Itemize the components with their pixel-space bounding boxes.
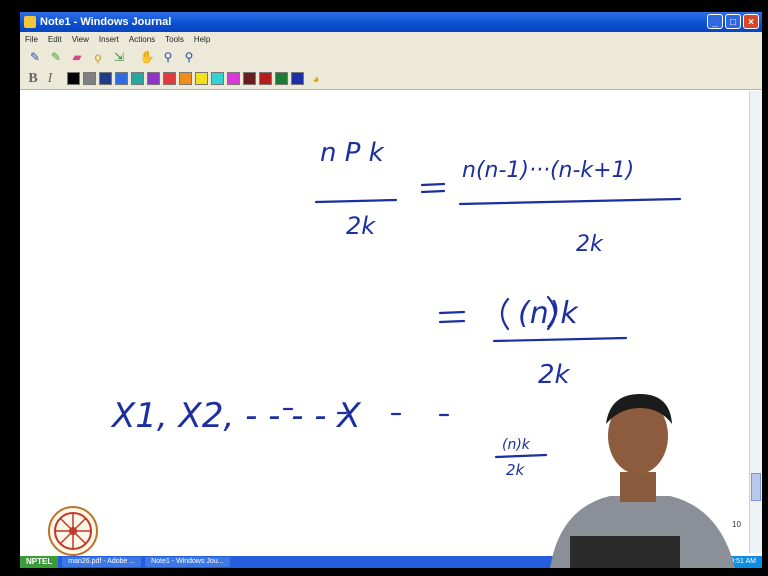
eq1-rhs-numerator: n(n-1)···(n-k+1): [462, 158, 634, 183]
eq1-lhs-numerator: n P k: [320, 138, 385, 168]
color-swatch-11[interactable]: [227, 72, 240, 85]
handwriting-ink: n P k 2k n(n-1)···(n-k+1) 2k (n)k 2k X1,…: [110, 138, 682, 479]
menu-actions[interactable]: Actions: [128, 34, 156, 44]
menu-edit[interactable]: Edit: [47, 34, 62, 44]
color-swatch-14[interactable]: [275, 72, 288, 85]
close-button[interactable]: ×: [743, 14, 759, 29]
color-swatch-10[interactable]: [211, 72, 224, 85]
start-button[interactable]: NPTEL: [20, 556, 59, 568]
page-number: 10: [732, 520, 741, 529]
nptel-wheel-icon: [54, 512, 92, 550]
color-swatch-7[interactable]: [163, 72, 176, 85]
zoom-out-icon[interactable]: ⚲: [184, 50, 194, 64]
presenter-face: [608, 398, 668, 474]
minimize-button[interactable]: _: [707, 14, 723, 29]
eq1-lhs-denominator: 2k: [346, 212, 376, 240]
eq1-rhs-denominator: 2k: [576, 232, 604, 257]
bold-button[interactable]: B: [28, 70, 38, 86]
laptop: [570, 536, 680, 568]
eq2-denominator: 2k: [538, 360, 571, 390]
color-swatch-13[interactable]: [259, 72, 272, 85]
color-swatch-1[interactable]: [67, 72, 80, 85]
taskbar-item-adobe[interactable]: man26.pdf - Adobe ...: [62, 557, 142, 567]
format-toolbar: B I ◕: [20, 68, 762, 90]
eq1-lhs-fraction-bar: [314, 198, 398, 204]
italic-button[interactable]: I: [47, 70, 53, 86]
presenter-video: [550, 394, 735, 568]
menu-view[interactable]: View: [71, 34, 89, 44]
eq2-fraction-bar: [492, 336, 628, 343]
menu-help[interactable]: Help: [193, 34, 211, 44]
color-swatch-5[interactable]: [131, 72, 144, 85]
pen-toolbar: ✎ ✎ ▰ ϙ ⇲ ✋ ⚲ ⚲: [20, 46, 762, 68]
sequence-subscript-numerator: (n)k: [502, 437, 531, 453]
taskbar-item-journal[interactable]: Note1 - Windows Jou...: [145, 557, 230, 567]
color-swatch-2[interactable]: [83, 72, 96, 85]
menu-tools[interactable]: Tools: [165, 34, 184, 44]
insert-space-icon[interactable]: ⇲: [113, 50, 125, 64]
color-swatch-3[interactable]: [99, 72, 112, 85]
window-controls: _ □ ×: [707, 14, 759, 29]
zoom-in-icon[interactable]: ⚲: [163, 50, 173, 64]
journal-window: Note1 - Windows Journal _ □ × File Edit …: [20, 12, 762, 568]
color-swatch-6[interactable]: [147, 72, 160, 85]
menu-bar: File Edit View Insert Actions Tools Help: [20, 32, 762, 46]
sequence-expression: X1, X2, - - - - X: [110, 396, 361, 436]
color-swatch-8[interactable]: [179, 72, 192, 85]
sequence-subscript-denominator: 2k: [506, 461, 526, 479]
scrollbar-thumb[interactable]: [751, 473, 761, 501]
color-palette-icon[interactable]: ◕: [312, 71, 320, 86]
presenter-neck: [620, 472, 656, 502]
color-swatch-9[interactable]: [195, 72, 208, 85]
pen-icon[interactable]: ✎: [29, 50, 41, 64]
menu-file[interactable]: File: [25, 34, 38, 44]
lasso-icon[interactable]: ϙ: [94, 50, 102, 64]
vertical-scrollbar[interactable]: [749, 91, 762, 553]
title-bar[interactable]: Note1 - Windows Journal _ □ ×: [20, 12, 762, 32]
presenter-hair: [606, 394, 672, 424]
hand-icon[interactable]: ✋: [139, 50, 155, 64]
eraser-icon[interactable]: ▰: [72, 50, 82, 64]
maximize-button[interactable]: □: [725, 14, 741, 29]
color-swatch-4[interactable]: [115, 72, 128, 85]
eq1-rhs-fraction-bar: [458, 197, 682, 206]
color-swatch-12[interactable]: [243, 72, 256, 85]
highlighter-icon[interactable]: ✎: [50, 50, 62, 64]
eq2-numerator: (n)k: [518, 296, 579, 331]
journal-app-icon: [24, 16, 36, 28]
color-swatch-15[interactable]: [291, 72, 304, 85]
nptel-logo: [48, 506, 98, 556]
menu-insert[interactable]: Insert: [98, 34, 119, 44]
window-title: Note1 - Windows Journal: [40, 16, 172, 28]
